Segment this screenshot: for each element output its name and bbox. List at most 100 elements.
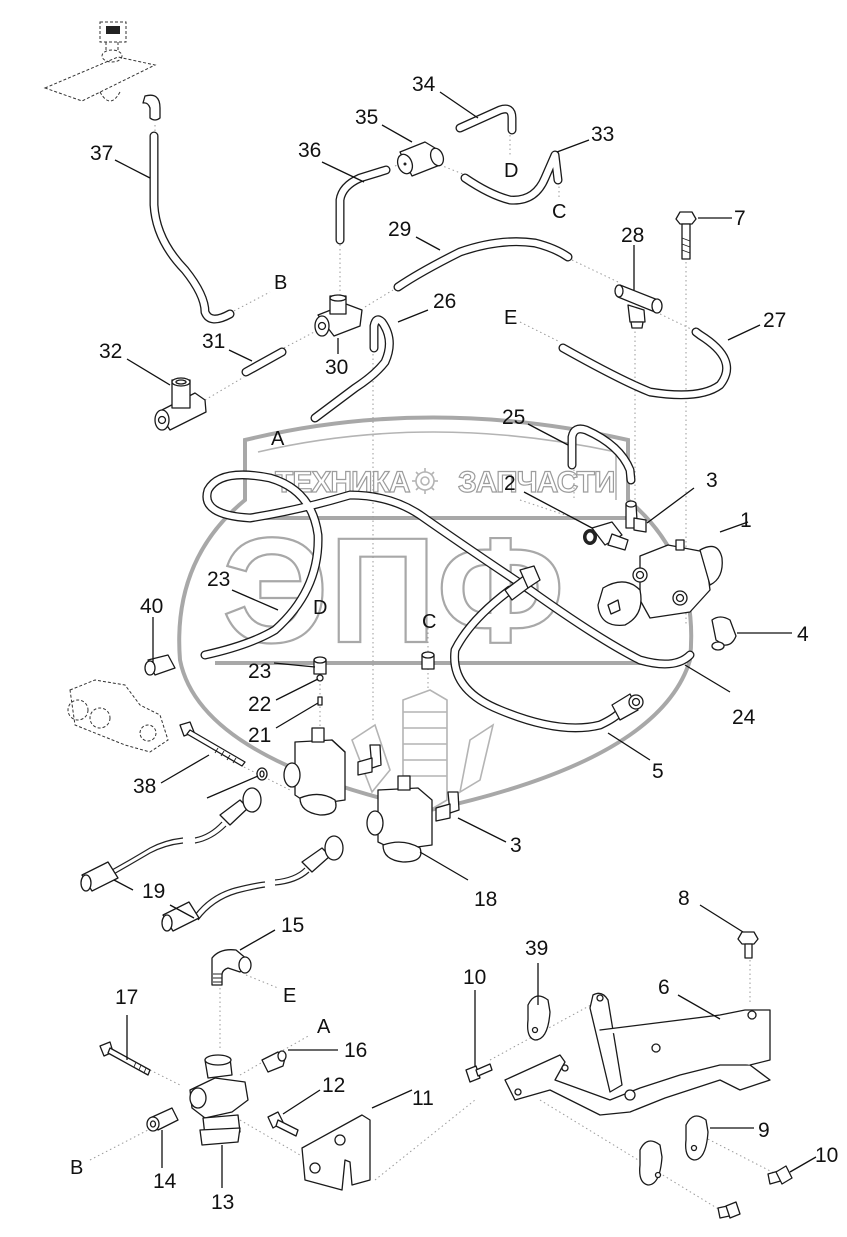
part-25-pipe: [310, 315, 394, 423]
watermark-shield-inner: [257, 431, 617, 500]
leader-36: [114, 159, 151, 179]
leader-19b: [169, 904, 195, 919]
part-solenoid-valve-right: [366, 775, 433, 863]
connection-letter-a: A: [271, 428, 285, 450]
connection-letter-a: A: [317, 1016, 331, 1038]
leader-10b: [789, 1156, 817, 1173]
part-11-bracket: [301, 1114, 371, 1191]
part-23-hose: [200, 470, 695, 669]
part-12-bolt: [267, 1111, 299, 1137]
callout-28: 29: [388, 218, 411, 241]
part-c-nut: [421, 651, 435, 670]
callout-21: 22: [248, 693, 271, 716]
callout-23: 24: [732, 706, 756, 729]
part-16-fitting: [261, 1050, 287, 1073]
leader-5: [607, 732, 651, 761]
leader-30: [228, 349, 253, 362]
part-22-nut: [313, 656, 327, 675]
part-15-elbow-fitting: [211, 949, 252, 986]
connection-letter-c: C: [552, 201, 566, 223]
connection-letter-c: C: [422, 611, 436, 633]
callout-31: 32: [99, 340, 122, 363]
callout-8: 8: [678, 887, 690, 910]
callout-11: 11: [412, 1087, 434, 1110]
callout-36: 37: [90, 142, 113, 165]
connection-letter-b: B: [274, 272, 287, 294]
callout-3: 3: [706, 469, 718, 492]
callout-3: 3: [510, 834, 522, 857]
part-27-tee: [614, 284, 663, 329]
part-30-pipe: [241, 347, 287, 377]
part-6-bracket: [504, 992, 771, 1116]
part-21-plug: [316, 674, 324, 682]
part-17-bolt: [99, 1041, 151, 1076]
callout-25: 26: [433, 290, 456, 313]
part-3-elbow-fitting-top: [625, 500, 647, 533]
leader-18: [419, 851, 469, 881]
part-40-washer: [256, 767, 268, 781]
callout-17: 17: [115, 986, 138, 1009]
part-36-hose: [149, 131, 235, 324]
callout-10: 10: [815, 1144, 838, 1167]
callout-22: 23: [248, 660, 271, 683]
part-37-bolt: [179, 721, 246, 767]
part-33-pipe: [455, 104, 517, 135]
callout-39: 40: [140, 595, 163, 618]
leader-lines: [113, 91, 817, 1188]
callout-38: 39: [525, 937, 548, 960]
leader-3a: [646, 487, 695, 524]
leader-22: [273, 662, 316, 668]
part-24-pipe: [567, 424, 636, 485]
part-solenoid-valve-left: [283, 727, 346, 816]
leader-23b: [684, 664, 731, 693]
leader-37: [160, 754, 210, 784]
leader-31: [126, 358, 171, 386]
part-26-hose: [558, 327, 732, 400]
connection-letters: B B D D C C E E A A: [70, 160, 566, 1179]
callout-15: 15: [281, 914, 304, 937]
part-9-clip-second: [639, 1140, 663, 1186]
callout-10: 10: [463, 966, 486, 989]
part-20-pin: [317, 696, 323, 706]
part-2-elbow-fitting: [583, 521, 629, 551]
part-31-tee: [154, 377, 207, 431]
part-7-bolt: [675, 211, 697, 260]
connection-letter-b: B: [70, 1157, 83, 1179]
assembly-guides: [89, 125, 779, 1211]
callout-29: 30: [325, 356, 348, 379]
leader-8: [699, 904, 744, 933]
callout-16: 16: [344, 1039, 367, 1062]
leader-23a: [231, 589, 279, 611]
callout-2: 2: [504, 472, 516, 495]
part-valve-block-ghost: [67, 679, 169, 753]
part-14-fitting: [146, 1107, 179, 1132]
part-9-clip: [685, 1115, 709, 1161]
callout-23: 23: [207, 568, 230, 591]
callout-14: 14: [153, 1170, 177, 1193]
callout-26: 27: [763, 309, 786, 332]
callout-5: 5: [652, 760, 664, 783]
part-3-elbow-fitting-left: [357, 744, 382, 776]
callout-27: 28: [621, 224, 644, 247]
callout-24: 25: [502, 406, 525, 429]
part-elbow-fitting-reservoir: [142, 94, 161, 121]
callout-1: 1: [740, 509, 752, 532]
part-19-harness-upper: [80, 787, 262, 892]
callout-18: 18: [474, 888, 497, 911]
leader-6: [677, 994, 721, 1020]
part-4-elbow-fitting: [711, 616, 737, 651]
leader-24: [527, 423, 569, 446]
callout-30: 31: [202, 330, 225, 353]
callout-20: 21: [248, 724, 271, 747]
part-28-hose: [393, 237, 573, 292]
leader-34: [381, 124, 413, 143]
part-10-bolt-left: [465, 1063, 493, 1083]
callout-37: 38: [133, 775, 156, 798]
leader-35: [321, 161, 365, 183]
leader-21: [275, 678, 319, 701]
part-32-pipe: [460, 150, 563, 205]
part-39-fitting: [144, 654, 176, 676]
leader-40: [206, 775, 259, 799]
